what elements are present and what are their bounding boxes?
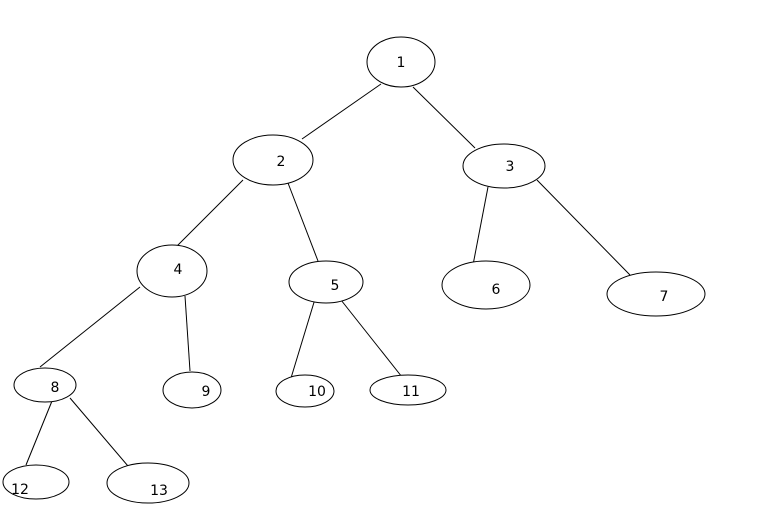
node-label: 13 <box>150 483 168 499</box>
node-label: 7 <box>660 289 669 305</box>
node-label: 5 <box>331 278 340 294</box>
tree-node-6: 6 <box>441 260 531 310</box>
edge-8-12 <box>25 400 53 466</box>
node-ellipse <box>162 371 222 409</box>
edge-3-7 <box>536 179 631 276</box>
tree-node-5: 5 <box>288 260 364 304</box>
tree-node-11: 11 <box>369 374 447 406</box>
node-ellipse <box>462 143 546 189</box>
tree-node-13: 13 <box>106 462 190 504</box>
tree-node-10: 10 <box>275 374 335 408</box>
tree-node-1: 1 <box>366 36 436 88</box>
edge-1-2 <box>301 83 382 140</box>
node-ellipse <box>288 260 364 304</box>
node-ellipse <box>366 36 436 88</box>
node-ellipse <box>136 244 208 298</box>
tree-node-9: 9 <box>162 371 222 409</box>
edge-5-11 <box>340 299 403 378</box>
node-label: 2 <box>277 154 286 170</box>
tree-node-3: 3 <box>462 143 546 189</box>
tree-node-2: 2 <box>232 134 314 186</box>
node-label: 11 <box>402 384 420 400</box>
edge-8-13 <box>69 397 129 467</box>
edge-4-9 <box>184 295 191 372</box>
edge-4-8 <box>39 286 141 368</box>
node-label: 4 <box>174 262 183 278</box>
node-ellipse <box>441 260 531 310</box>
edge-5-10 <box>290 298 316 379</box>
node-label: 1 <box>397 55 406 71</box>
edge-2-4 <box>176 179 244 247</box>
edge-2-5 <box>287 182 319 262</box>
node-ellipse <box>232 134 314 186</box>
edge-layer <box>25 83 631 467</box>
node-ellipse <box>106 462 190 504</box>
edge-3-6 <box>472 186 489 266</box>
node-label: 10 <box>308 384 326 400</box>
node-ellipse <box>2 464 70 500</box>
node-ellipse <box>13 367 77 403</box>
node-label: 12 <box>11 482 29 498</box>
tree-node-12: 12 <box>2 464 70 500</box>
edge-1-3 <box>412 86 476 149</box>
node-label: 3 <box>506 159 515 175</box>
node-label: 6 <box>492 282 501 298</box>
node-label: 9 <box>202 384 211 400</box>
node-label: 8 <box>51 380 60 396</box>
node-ellipse <box>275 374 335 408</box>
tree-node-8: 8 <box>13 367 77 403</box>
tree-node-4: 4 <box>136 244 208 298</box>
tree-node-7: 7 <box>606 271 706 317</box>
node-ellipse <box>369 374 447 406</box>
node-ellipse <box>606 271 706 317</box>
node-layer: 1 2 3 4 5 6 7 8 <box>2 36 706 504</box>
